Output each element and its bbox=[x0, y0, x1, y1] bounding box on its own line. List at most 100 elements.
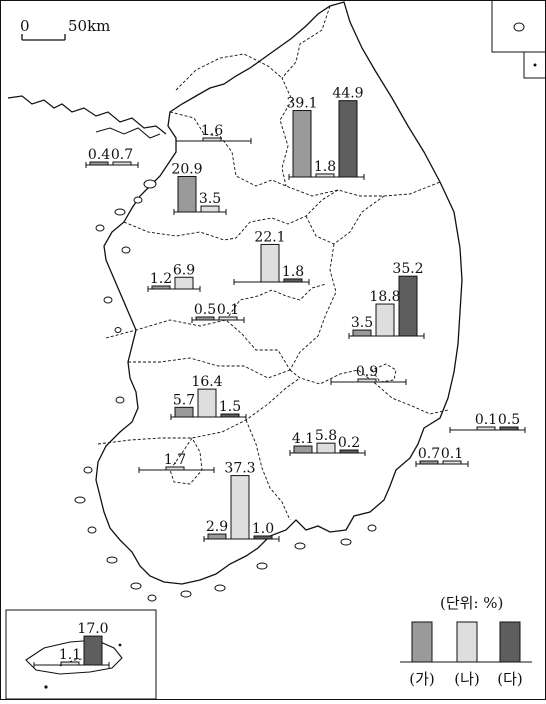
bar-value-label: 0.4 bbox=[88, 147, 110, 163]
bar-value-label: 0.7 bbox=[418, 446, 440, 462]
bar-na bbox=[165, 466, 185, 471]
bar-na bbox=[197, 388, 217, 418]
legend: (가)(나)(다) bbox=[400, 621, 532, 688]
bar-ga bbox=[419, 460, 439, 465]
west-islands bbox=[74, 179, 377, 602]
bar-value-label: 39.1 bbox=[286, 96, 317, 112]
ulleungdo-inset-frame bbox=[491, 0, 546, 53]
bar-da bbox=[83, 635, 103, 666]
bar-value-label: 3.5 bbox=[199, 191, 221, 207]
bar-value-label: 0.1 bbox=[441, 446, 463, 462]
bar-value-label: 2.9 bbox=[206, 519, 228, 535]
bar-na bbox=[260, 243, 280, 283]
bar-na bbox=[476, 426, 496, 431]
bar-value-label: 0.5 bbox=[498, 412, 520, 428]
bar-value-label: 44.9 bbox=[332, 86, 363, 102]
bar-value-label: 1.7 bbox=[164, 452, 186, 468]
bar-value-label: 16.4 bbox=[191, 374, 222, 390]
bar-na bbox=[200, 205, 220, 213]
region-2-bars: 39.1 1.8 44.9 bbox=[286, 86, 365, 180]
bar-ga bbox=[293, 445, 313, 454]
northwest-coastline bbox=[7, 95, 167, 135]
northwest-coastline-2 bbox=[95, 127, 161, 139]
legend-label-da: (다) bbox=[497, 670, 523, 688]
region-16-bars: 1.1 17.0 bbox=[33, 621, 110, 668]
bar-ga bbox=[195, 316, 215, 321]
region-5-bars: 22.11.8 bbox=[233, 229, 310, 285]
bar-value-label: 0.1 bbox=[217, 302, 239, 318]
scale-zero: 0 bbox=[20, 17, 30, 35]
bar-value-label: 1.8 bbox=[282, 264, 304, 280]
marado-island bbox=[44, 685, 48, 689]
bar-ga bbox=[151, 285, 171, 290]
region-7-bars: 3.5 18.8 35.2 bbox=[348, 261, 425, 339]
bar-ga bbox=[89, 161, 109, 166]
region-10-bars: 5.7 16.4 1.5 bbox=[170, 374, 247, 420]
bar-na bbox=[174, 276, 194, 290]
ulleungdo-island bbox=[513, 22, 525, 32]
bar-da bbox=[398, 275, 418, 337]
bar-na bbox=[218, 316, 238, 321]
bar-value-label: 5.8 bbox=[315, 428, 337, 444]
legend-swatch-ga bbox=[411, 621, 433, 663]
bar-value-label: 0.5 bbox=[194, 302, 216, 318]
province-boundaries bbox=[97, 5, 449, 521]
bar-da bbox=[253, 535, 273, 540]
bar-da bbox=[499, 426, 519, 431]
bar-value-label: 4.1 bbox=[292, 431, 314, 447]
legend-swatch-na bbox=[456, 621, 478, 663]
bar-ga bbox=[352, 329, 372, 337]
bar-na bbox=[230, 475, 250, 540]
bar-ga bbox=[177, 175, 197, 213]
bar-value-label: 17.0 bbox=[77, 621, 108, 637]
bar-ga bbox=[174, 406, 194, 418]
bar-ga bbox=[207, 533, 227, 540]
bar-value-label: 35.2 bbox=[392, 261, 423, 277]
bar-value-label: 1.2 bbox=[150, 271, 172, 287]
bar-value-label: 20.9 bbox=[171, 161, 202, 177]
scale-bar: 0 50km bbox=[20, 17, 110, 41]
bar-value-label: 1.1 bbox=[59, 647, 81, 663]
region-6-bars: 1.26.9 bbox=[147, 262, 201, 292]
bar-na bbox=[357, 378, 377, 383]
region-1-bars: 1.6 bbox=[175, 123, 252, 144]
region-14-bars: 1.7 bbox=[138, 452, 215, 473]
bar-value-label: 1.0 bbox=[252, 521, 274, 537]
bar-value-label: 1.6 bbox=[201, 123, 223, 139]
scale-distance: 50km bbox=[68, 17, 110, 35]
bar-value-label: 3.5 bbox=[351, 315, 373, 331]
bar-value-label: 0.9 bbox=[356, 364, 378, 380]
udo-island bbox=[118, 643, 122, 647]
bar-value-label: 6.9 bbox=[173, 262, 195, 278]
bar-na bbox=[202, 137, 222, 142]
bar-value-label: 1.8 bbox=[314, 159, 336, 175]
bar-value-label: 0.1 bbox=[475, 412, 497, 428]
legend-swatch-da bbox=[499, 621, 521, 663]
bar-na bbox=[316, 442, 336, 454]
bar-value-label: 37.3 bbox=[224, 461, 255, 477]
bar-value-label: 5.7 bbox=[173, 392, 195, 408]
legend-label-na: (나) bbox=[454, 670, 480, 688]
bar-value-label: 18.8 bbox=[369, 289, 400, 305]
bar-da bbox=[338, 100, 358, 178]
bar-da bbox=[283, 278, 303, 283]
bar-da bbox=[220, 413, 240, 418]
bar-value-label: 1.5 bbox=[219, 399, 241, 415]
region-4-bars: 20.9 3.5 bbox=[171, 161, 227, 215]
bar-na bbox=[315, 173, 335, 178]
bar-da bbox=[339, 449, 359, 454]
bar-value-label: 0.2 bbox=[338, 435, 360, 451]
bar-na bbox=[60, 661, 80, 666]
unit-label: (단위: %) bbox=[440, 594, 503, 612]
dokdo-inset-frame bbox=[523, 52, 546, 79]
bar-na bbox=[112, 161, 132, 166]
dokdo-island bbox=[533, 63, 537, 67]
